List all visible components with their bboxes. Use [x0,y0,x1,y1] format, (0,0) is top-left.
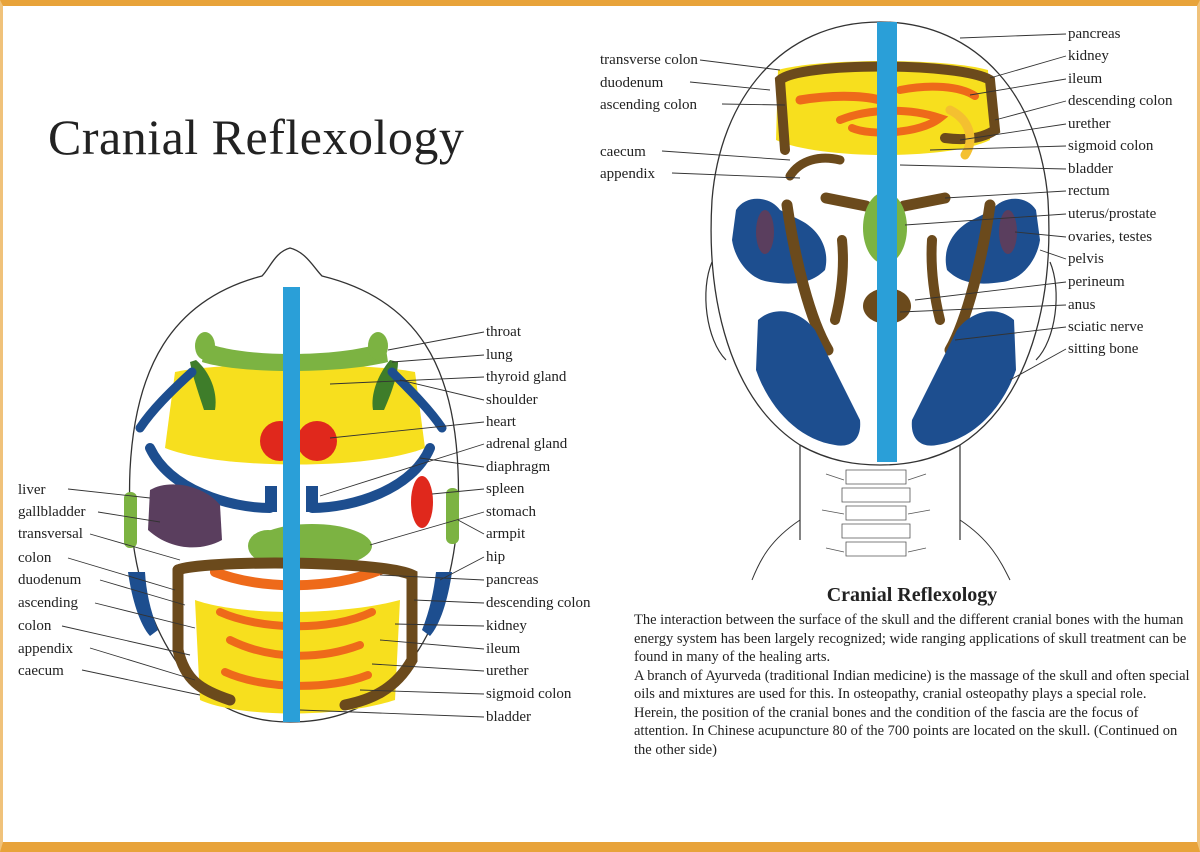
description-paragraph-2: A branch of Ayurveda (traditional Indian… [634,667,1190,758]
top-view-head [124,247,460,723]
back-colon-lower [785,153,845,181]
back-blue-right [945,198,1040,284]
back-ovary-left [756,210,774,254]
top-colon-left [172,564,236,706]
top-adrenal-right [306,486,318,512]
top-label-bladder: bladder [486,709,531,725]
top-label-heart: heart [486,414,516,430]
back-label-anus: anus [1068,297,1096,313]
top-label-shoulder: shoulder [486,392,538,408]
back-label-ileum: ileum [1068,71,1103,87]
back-label-rectum: rectum [1068,183,1110,199]
top-label-hip: hip [486,549,506,565]
top-lung-left [195,332,215,360]
back-label-ascending-colon: ascending colon [600,97,698,113]
top-label-gallbladder: gallbladder [18,504,86,520]
top-label-colon-2: colon [18,618,52,634]
top-hip-left [128,572,158,636]
page-title: Cranial Reflexology [48,109,465,165]
top-lung-right [368,332,388,360]
top-armpit-left [124,492,137,548]
back-rectum-bar [820,192,951,212]
back-spine-vertebrae [821,469,931,557]
description-heading: Cranial Reflexology [826,584,998,606]
back-sitting-bone-right [911,311,1016,446]
back-label-perineum: perineum [1068,274,1125,290]
top-label-throat: throat [486,324,521,340]
top-label-ascending: ascending [18,595,78,611]
back-label-pancreas: pancreas [1068,26,1121,42]
top-hip-right [422,572,452,636]
top-adrenal-left [265,486,277,512]
back-label-pelvis: pelvis [1068,251,1104,267]
back-label-caecum: caecum [600,144,646,160]
top-spleen [411,476,433,528]
top-label-armpit: armpit [486,526,526,542]
back-label-bladder: bladder [1068,161,1113,177]
back-label-sciatic-nerve: sciatic nerve [1068,319,1144,335]
back-sitting-bone-left [756,311,861,446]
top-label-kidney: kidney [486,618,527,634]
top-label-descending-colon: descending colon [486,595,591,611]
top-armpit-right [446,488,459,544]
back-label-uterus-prostate: uterus/prostate [1068,206,1157,222]
top-label-urether: urether [486,663,529,679]
back-shoulder-right [959,519,1011,581]
top-label-lung: lung [486,347,513,363]
top-midline-bar [283,287,300,722]
back-ear-left [705,261,727,361]
back-brown-right-short [926,235,945,325]
back-midline-bar [877,22,897,462]
top-blue-arm-left [135,367,197,433]
back-orange-2 [836,106,949,137]
back-label-sigmoid-colon: sigmoid colon [1068,138,1154,154]
description-paragraph-1: The interaction between the surface of t… [634,612,1187,665]
back-yellow-loop [945,105,975,160]
back-label-urether: urether [1068,116,1111,132]
description-text-box: Cranial Reflexology The interaction betw… [634,584,1190,759]
top-label-pancreas: pancreas [486,572,539,588]
top-liver [148,484,222,548]
back-label-ovaries-testes: ovaries, testes [1068,229,1153,245]
back-brown-left-long [781,199,834,356]
top-label-ileum: ileum [486,641,521,657]
back-ear-right [1035,261,1057,361]
back-label-kidney: kidney [1068,48,1109,64]
back-orange-3 [896,82,979,100]
top-blue-arm-right [387,367,447,433]
top-label-colon-1: colon [18,550,52,566]
back-view-leader-lines [661,33,1067,381]
top-label-liver: liver [18,482,46,498]
top-label-diaphragm: diaphragm [486,459,551,475]
back-ovary-right [999,210,1017,254]
top-label-spleen: spleen [486,481,525,497]
top-label-stomach: stomach [486,504,536,520]
back-orange-1 [795,91,885,105]
top-stomach-left [248,530,288,562]
back-label-transverse-colon: transverse colon [600,52,698,68]
top-label-transversal: transversal [18,526,83,542]
top-colon-loop [172,557,418,711]
top-label-adrenal-gland: adrenal gland [486,436,568,452]
top-heart-right [297,421,337,461]
top-label-thyroid-gland: thyroid gland [486,369,567,385]
top-label-caecum: caecum [18,663,64,679]
top-diaphragm-right [307,443,435,513]
back-label-duodenum: duodenum [600,75,664,91]
top-label-duodenum: duodenum [18,572,82,588]
back-label-descending-colon: descending colon [1068,93,1173,109]
top-label-appendix: appendix [18,641,73,657]
top-view-leader-lines [61,331,485,718]
back-shoulder-left [751,519,801,581]
top-label-sigmoid-colon: sigmoid colon [486,686,572,702]
back-brown-left-short [830,235,848,325]
back-view-head [705,21,1057,581]
back-label-appendix: appendix [600,166,655,182]
back-neck [799,440,961,540]
back-label-sitting-bone: sitting bone [1068,341,1139,357]
